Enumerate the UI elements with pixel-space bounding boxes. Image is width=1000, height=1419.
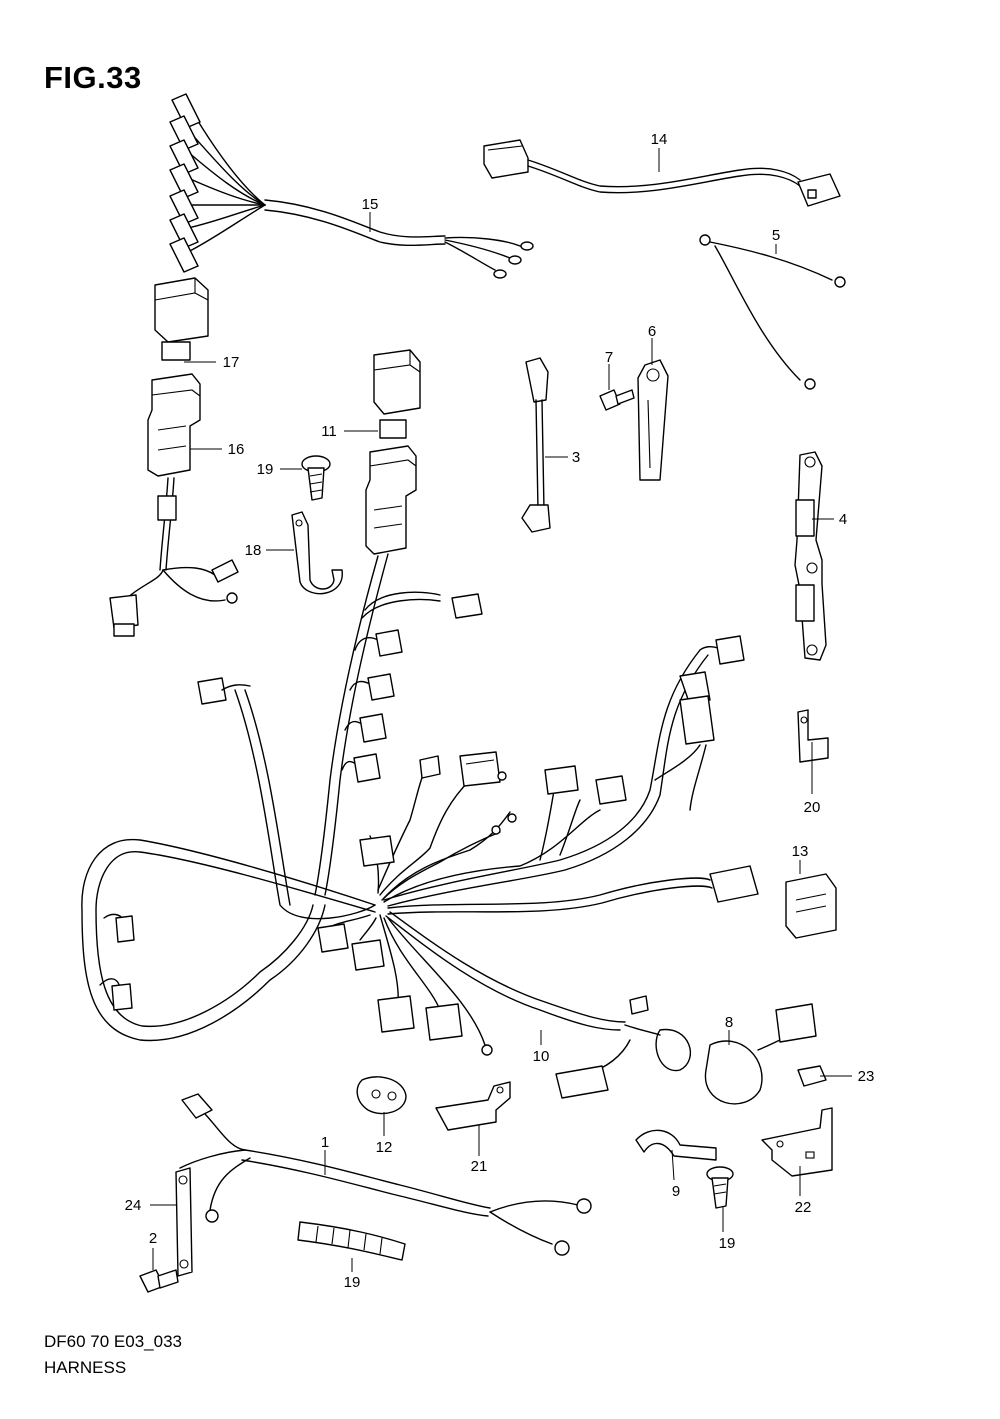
figure-code: DF60 70 E03_033: [44, 1332, 182, 1351]
callout-19b: 19: [719, 1235, 736, 1252]
callout-17: 17: [223, 354, 240, 371]
part-13-cover[interactable]: [785, 873, 837, 939]
part-1-wire-harness[interactable]: [179, 1093, 592, 1256]
callout-11: 11: [321, 423, 337, 440]
part-10-main-harness[interactable]: [81, 445, 759, 1099]
part-7-screw[interactable]: [599, 389, 635, 411]
callout-6: 6: [648, 323, 656, 340]
part-9-clamp[interactable]: [635, 1129, 717, 1161]
part-3-cap-wire[interactable]: [521, 357, 551, 533]
part-14-extension-harness[interactable]: [483, 139, 841, 207]
callout-21: 20: [804, 799, 821, 816]
callout-2: 2: [149, 1230, 157, 1247]
callout-18: 18: [245, 542, 262, 559]
part-23-bracket[interactable]: [761, 1107, 833, 1177]
leader-lines: [150, 148, 852, 1272]
figure-name: HARNESS: [44, 1358, 127, 1377]
part-21-bracket[interactable]: [797, 709, 829, 763]
callout-15: 15: [362, 196, 379, 213]
part-12-grommet[interactable]: [356, 1076, 407, 1115]
part-15-lead-wires[interactable]: [169, 93, 534, 279]
part-16-relay-socket[interactable]: [109, 373, 239, 637]
callout-20: 19: [344, 1274, 361, 1291]
part-5-ground-wire[interactable]: [699, 234, 846, 390]
part-6-clamp[interactable]: [637, 359, 669, 481]
part-11-relay[interactable]: [373, 349, 421, 439]
part-4-battery-strap[interactable]: [794, 451, 827, 661]
part-22-bracket[interactable]: [435, 1081, 511, 1131]
callout-23: 22: [795, 1199, 812, 1216]
part-20-protector[interactable]: [297, 1221, 406, 1261]
callout-numbers: 15 14 5 6 7 3 4 17 16 11 19 18 20 13 8 2…: [125, 131, 875, 1291]
part-2-screw[interactable]: [139, 1269, 179, 1293]
callout-13: 13: [792, 843, 809, 860]
callout-14: 14: [651, 131, 668, 148]
callout-5: 5: [772, 227, 780, 244]
callout-4: 4: [839, 511, 847, 528]
callout-8: 8: [725, 1014, 733, 1031]
callout-10: 10: [533, 1048, 550, 1065]
callout-3: 3: [572, 449, 580, 466]
callout-16: 16: [228, 441, 245, 458]
part-18-clamp[interactable]: [291, 511, 343, 595]
part-19-bolt-lower[interactable]: [706, 1166, 734, 1209]
part-17-relay[interactable]: [154, 277, 209, 361]
callout-22: 21: [471, 1158, 488, 1175]
part-25-strap[interactable]: [175, 1167, 193, 1277]
callout-12: 12: [376, 1139, 393, 1156]
part-8-buzzer[interactable]: [704, 1003, 817, 1105]
part-19-bolt-upper[interactable]: [301, 455, 331, 501]
callout-24: 23: [858, 1068, 875, 1085]
part-24-clip[interactable]: [797, 1065, 827, 1087]
callout-25: 24: [125, 1197, 142, 1214]
callout-7: 7: [605, 349, 613, 366]
callout-19a: 19: [257, 461, 274, 478]
figure-title: FIG.33: [44, 60, 142, 95]
callout-9: 9: [672, 1183, 680, 1200]
callout-1: 1: [321, 1134, 329, 1151]
